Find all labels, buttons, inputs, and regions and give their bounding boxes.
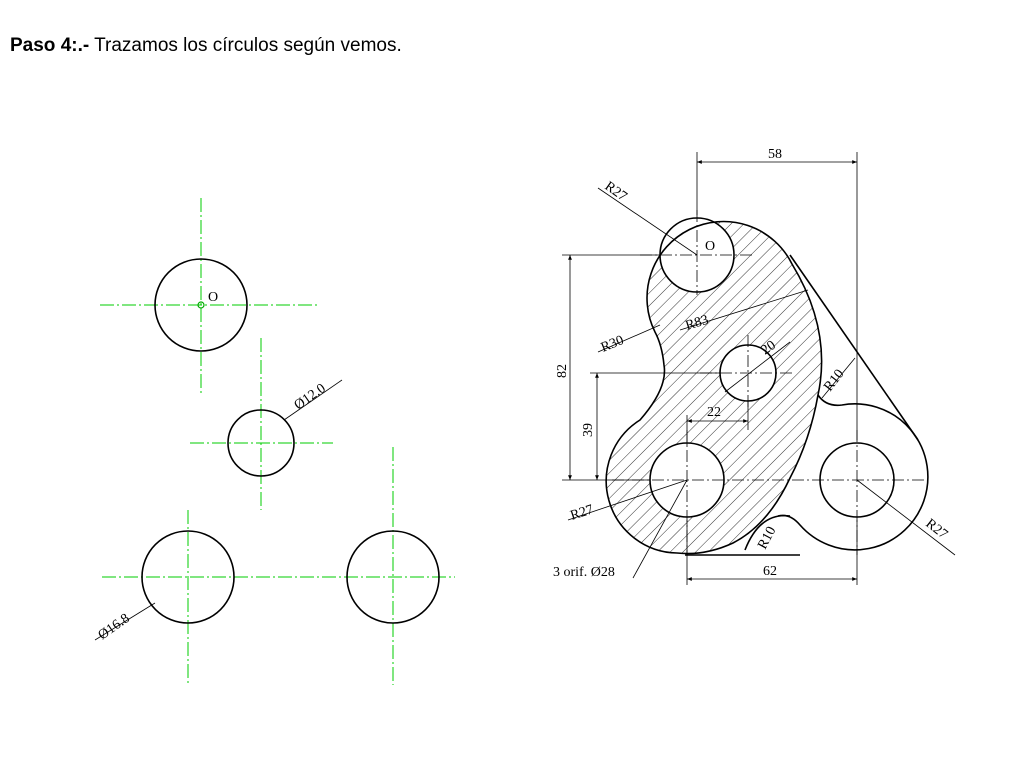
body-outline xyxy=(605,220,823,555)
dim-holes: 3 orif. Ø28 xyxy=(553,565,615,580)
leader-r10-right xyxy=(821,357,856,399)
left-figure: O Ø12.0 Ø16.8 xyxy=(94,198,455,685)
dim-82: 82 xyxy=(555,364,570,378)
dim-r83: R83 xyxy=(684,313,711,334)
dim-small-circle: Ø12.0 xyxy=(292,381,329,413)
dim-r27-left: R27 xyxy=(569,502,596,523)
circle-middle xyxy=(227,409,295,477)
origin-label-right: O xyxy=(705,239,715,254)
dim-22: 22 xyxy=(707,405,721,420)
dim-large-circle: Ø16.8 xyxy=(96,611,133,643)
circle-bottom-left xyxy=(141,530,235,624)
origin-point-icon xyxy=(197,301,205,309)
leader-r30 xyxy=(597,324,661,353)
hatched-body xyxy=(606,221,822,554)
right-lobe-outline xyxy=(777,394,929,551)
circle-top xyxy=(154,258,248,352)
dim-39: 39 xyxy=(581,423,596,437)
leader-d20 xyxy=(724,341,791,393)
dim-58: 58 xyxy=(768,147,782,162)
origin-label: O xyxy=(208,290,218,305)
step-label: Paso 4:.- xyxy=(10,35,90,56)
dim-r10-bottom: R10 xyxy=(755,524,779,552)
leader-small-circle xyxy=(283,379,343,421)
dim-r27-top: R27 xyxy=(602,179,630,205)
circle-bottom-right xyxy=(346,530,440,624)
leader-r27-right xyxy=(856,479,956,556)
leader-r83 xyxy=(679,289,809,331)
right-figure: O 58 R27 R83 R30 20 R10 82 39 xyxy=(553,147,956,585)
page-heading: Paso 4:.- Trazamos los círculos según ve… xyxy=(10,35,402,57)
step-description: Trazamos los círculos según vemos. xyxy=(94,35,402,56)
dim-62: 62 xyxy=(763,564,777,579)
leader-r27-left xyxy=(567,479,688,521)
dim-r10-right: R10 xyxy=(821,367,847,395)
tangent-line xyxy=(789,254,919,441)
leader-holes xyxy=(632,479,688,579)
leader-large-circle xyxy=(94,602,156,641)
dim-r27-right: R27 xyxy=(923,516,951,542)
leader-r27-top xyxy=(597,187,698,256)
dim-r30: R30 xyxy=(599,333,626,356)
r10-bottom-fillet xyxy=(744,514,791,551)
